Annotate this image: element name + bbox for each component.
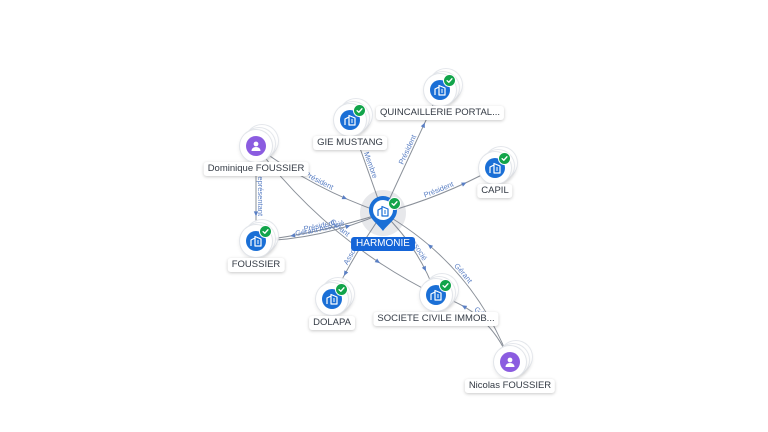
edge-arrow: [427, 244, 434, 250]
verified-check-icon: [259, 225, 272, 238]
building-icon: [377, 204, 389, 217]
verified-check-icon: [443, 74, 456, 87]
node-label[interactable]: SOCIETE CIVILE IMMOB...: [373, 312, 499, 326]
edge-arrow: [461, 305, 468, 310]
edge-arrow: [421, 265, 427, 272]
node-label[interactable]: GIE MUSTANG: [313, 136, 387, 150]
node-label[interactable]: CAPIL: [477, 184, 513, 198]
edge-label: Représentant: [256, 171, 265, 217]
verified-check-icon: [388, 197, 401, 210]
verified-check-icon: [439, 279, 452, 292]
verified-check-icon: [498, 152, 511, 165]
edge-arrow: [253, 211, 259, 217]
edge-arrow: [290, 233, 296, 238]
edge-arrow: [343, 270, 349, 276]
edge-arrow: [345, 224, 351, 229]
node-label[interactable]: HARMONIE: [351, 237, 415, 251]
verified-check-icon: [353, 104, 366, 117]
person-icon: [246, 136, 266, 156]
edge-arrow: [341, 195, 348, 200]
edge-arrow: [374, 258, 381, 264]
node-label[interactable]: FOUSSIER: [227, 258, 285, 272]
edge-arrow: [420, 122, 425, 129]
edge-arrow: [461, 182, 467, 187]
verified-check-icon: [335, 283, 348, 296]
node-label[interactable]: QUINCAILLERIE PORTAL...: [375, 106, 505, 120]
node-label[interactable]: DOLAPA: [309, 316, 355, 330]
node-label[interactable]: Dominique FOUSSIER: [203, 162, 309, 176]
edge-line: [382, 212, 511, 363]
node-label[interactable]: Nicolas FOUSSIER: [464, 379, 556, 393]
person-icon: [500, 352, 520, 372]
